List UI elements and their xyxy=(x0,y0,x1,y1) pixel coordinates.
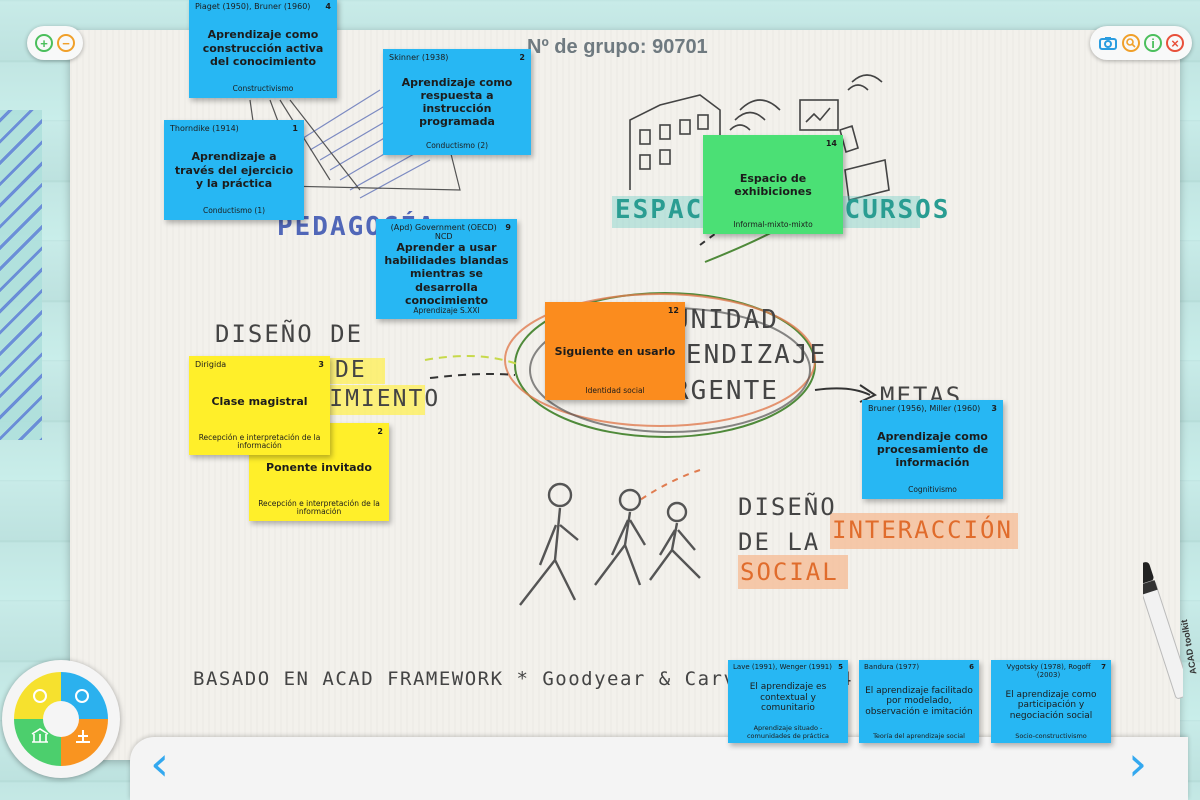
card-title: Aprendizaje como construcción activa del… xyxy=(202,28,324,68)
card-category: Cognitivismo xyxy=(908,485,957,495)
card-author: Skinner (1938) xyxy=(389,53,449,62)
card-constructivismo[interactable]: Piaget (1950), Bruner (1960) 4 Aprendizaj… xyxy=(189,0,337,98)
card-title: Clase magistral xyxy=(211,394,308,408)
card-number: 9 xyxy=(505,223,511,232)
card-category: Aprendizaje S.XXI xyxy=(413,305,480,315)
info-button[interactable]: i xyxy=(1144,34,1162,52)
sketch-label-de-la: DE LA xyxy=(738,528,821,556)
card-category: Recepción e interpretación de la informa… xyxy=(198,432,321,451)
card-author: Lave (1991), Wenger (1991) xyxy=(733,663,832,671)
card-title: Ponente invitado xyxy=(266,461,372,475)
card-number: 3 xyxy=(318,360,324,369)
card-number: 2 xyxy=(377,427,383,436)
zoom-in-button[interactable]: + xyxy=(35,34,53,52)
card-category: Teoría del aprendizaje social xyxy=(873,731,965,740)
card-number: 6 xyxy=(969,663,974,671)
sketch-label-interaccion: INTERACCIÓN xyxy=(832,516,1013,544)
head-icon xyxy=(75,689,89,703)
zoom-out-button[interactable]: − xyxy=(57,34,75,52)
card-cognitivismo[interactable]: Bruner (1956), Miller (1960) 3 Aprendizaj… xyxy=(862,400,1003,499)
card-category: Informal-mixto-mixto xyxy=(733,220,813,230)
card-category: Identidad social xyxy=(585,386,645,396)
card-author: (Apd) Government (OECD) NCD xyxy=(390,223,497,241)
card-category: Conductismo (2) xyxy=(425,141,489,151)
lightbulb-icon xyxy=(33,689,47,703)
marker-tool[interactable]: ACAD toolkit xyxy=(1134,552,1198,712)
sketch-label-social: SOCIAL xyxy=(740,558,839,586)
framework-footer-text: BASADO EN ACAD FRAMEWORK * Goodyear & Ca… xyxy=(193,668,853,690)
decorative-chevron-pattern xyxy=(0,110,42,440)
sketch-label-diseno: DISEÑO xyxy=(738,493,837,521)
network-icon xyxy=(76,730,90,743)
card-author: Vygotsky (1978), Rogoff (2003) xyxy=(1006,663,1091,679)
card-number: 14 xyxy=(825,139,837,148)
card-conductismo-1[interactable]: Thorndike (1914) 1 Aprendizaje a través d… xyxy=(164,120,304,220)
card-number: 7 xyxy=(1101,663,1106,671)
card-author: Dirigida xyxy=(195,360,227,369)
card-category: Conductismo (1) xyxy=(202,206,266,216)
tray-card-aprendizaje-social[interactable]: Bandura (1977) 6 El aprendizaje facilitad… xyxy=(859,660,979,743)
camera-icon[interactable] xyxy=(1098,34,1118,52)
prev-arrow-button[interactable]: ‹ xyxy=(150,736,170,792)
card-identidad-social[interactable]: 12 Siguiente en usarlo Identidad social xyxy=(545,302,685,400)
search-icon[interactable] xyxy=(1122,34,1140,52)
tray-card-socio-constructivismo[interactable]: Vygotsky (1978), Rogoff (2003) 7 El apren… xyxy=(991,660,1111,743)
card-title: Aprendizaje como respuesta a instrucción… xyxy=(401,75,513,129)
card-title: Aprendizaje a través del ejercicio y la … xyxy=(174,150,294,190)
card-title: Siguiente en usarlo xyxy=(554,344,676,358)
card-author: Piaget (1950), Bruner (1960) xyxy=(195,2,311,11)
card-title: Aprendizaje como procesamiento de inform… xyxy=(876,429,989,470)
card-number: 3 xyxy=(991,404,997,413)
card-number: 4 xyxy=(325,2,331,11)
card-tray xyxy=(130,737,1188,800)
card-category: Aprendizaje situado - comunidades de prá… xyxy=(746,724,830,740)
category-wheel[interactable] xyxy=(2,660,120,778)
close-button[interactable]: × xyxy=(1166,34,1184,52)
building-icon xyxy=(31,728,49,743)
next-arrow-button[interactable]: › xyxy=(1128,736,1148,792)
card-number: 2 xyxy=(519,53,525,62)
card-author: Thorndike (1914) xyxy=(170,124,239,133)
toolbar-right: i × xyxy=(1090,26,1192,60)
card-number: 5 xyxy=(838,663,843,671)
group-number-title: Nº de grupo: 90701 xyxy=(527,36,708,58)
sketch-label-de: DE xyxy=(335,357,367,383)
card-conductismo-2[interactable]: Skinner (1938) 2 Aprendizaje como respues… xyxy=(383,49,531,155)
tray-card-aprendizaje-situado[interactable]: Lave (1991), Wenger (1991) 5 El aprendiza… xyxy=(728,660,848,743)
card-category: Recepción e interpretación de la informa… xyxy=(258,498,380,517)
card-title: El aprendizaje es contextual y comunitar… xyxy=(749,681,827,714)
card-espacio-exhibiciones[interactable]: 14 Espacio de exhibiciones Informal-mixt… xyxy=(703,135,843,234)
card-number: 12 xyxy=(667,306,679,315)
card-title: El aprendizaje facilitado por modelado, … xyxy=(865,685,973,718)
sketch-label-diseno-de: DISEÑO DE xyxy=(215,320,364,348)
card-author: Bandura (1977) xyxy=(864,663,920,671)
card-clase-magistral[interactable]: Dirigida 3 Clase magistral Recepción e in… xyxy=(189,356,330,455)
card-aprendizaje-sxxi[interactable]: (Apd) Government (OECD) NCD 9 Aprender a … xyxy=(376,219,517,319)
card-category: Constructivismo xyxy=(232,84,294,94)
card-category: Socio-constructivismo xyxy=(1015,731,1087,740)
card-title: Aprender a usar habilidades blandas mien… xyxy=(384,241,509,307)
card-title: El aprendizaje como participación y nego… xyxy=(1005,689,1097,722)
card-number: 1 xyxy=(292,124,298,133)
card-title: Espacio de exhibiciones xyxy=(734,171,812,198)
card-author: Bruner (1956), Miller (1960) xyxy=(868,404,981,413)
zoom-controls: + − xyxy=(27,26,83,60)
